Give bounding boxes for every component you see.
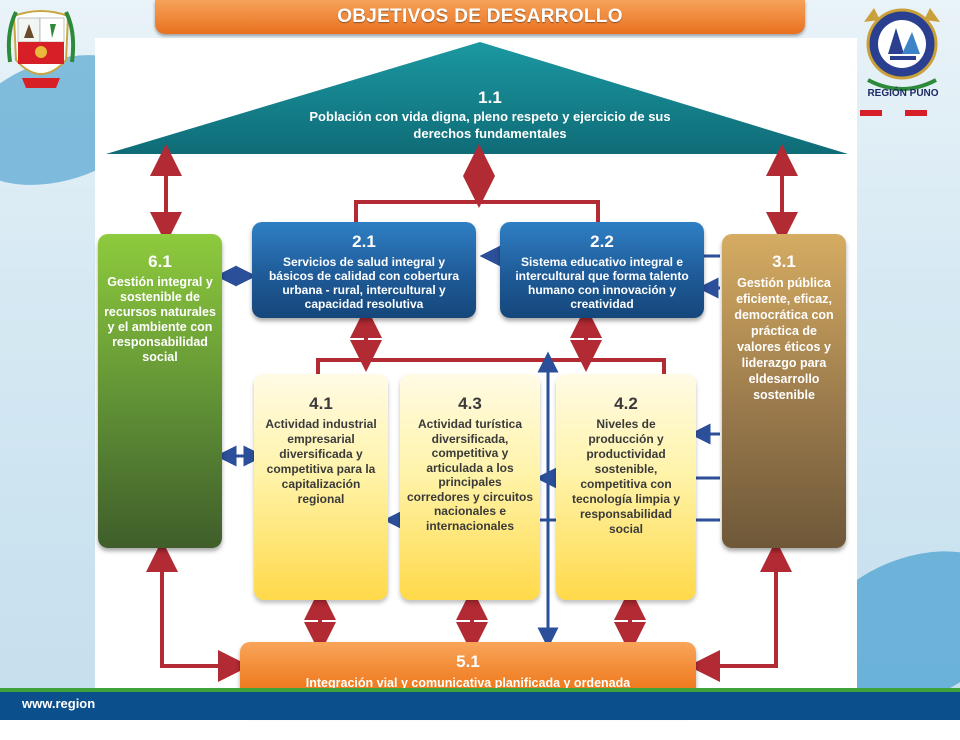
objective-2-1-text: Servicios de salud integral y básicos de…: [268, 255, 460, 311]
objective-4-2: 4.2 Niveles de producción y productivida…: [556, 374, 696, 600]
bracket-top-4: [316, 358, 666, 374]
objective-4-1: 4.1 Actividad industrial empresarial div…: [254, 374, 388, 600]
footer-bar: www.region: [0, 688, 960, 720]
objective-4-3: 4.3 Actividad turística diversificada, c…: [400, 374, 540, 600]
bracket-top-2: [354, 200, 600, 222]
objective-2-1-number: 2.1: [352, 232, 376, 251]
objective-3-1-text: Gestión pública eficiente, eficaz, democ…: [734, 276, 834, 402]
page-title: OBJETIVOS DE DESARROLLO: [337, 6, 623, 27]
objective-4-1-number: 4.1: [309, 394, 333, 413]
objective-4-1-text: Actividad industrial empresarial diversi…: [265, 417, 377, 506]
objective-4-2-number: 4.2: [614, 394, 638, 413]
region-puno-label: REGIÓN PUNO: [867, 88, 939, 99]
peru-coat-of-arms-logo: [6, 10, 76, 88]
objective-5-1-number: 5.1: [456, 652, 480, 671]
footer-url: www.region: [22, 696, 96, 711]
objective-6-1-text: Gestión integral y sostenible de recurso…: [104, 275, 216, 364]
objective-2-2-number: 2.2: [590, 232, 614, 251]
objective-4-3-text: Actividad turística diversificada, compe…: [406, 417, 534, 533]
objective-4-2-text: Niveles de producción y productividad so…: [571, 417, 681, 536]
objective-4-3-number: 4.3: [458, 394, 482, 413]
title-banner: OBJETIVOS DE DESARROLLO: [155, 0, 805, 34]
objective-1-1-number: 1.1: [478, 88, 502, 107]
objective-1-1-text: Población con vida digna, pleno respeto …: [309, 109, 671, 141]
flag-stripe-red: [860, 110, 882, 116]
objective-1-1: 1.1 Población con vida digna, pleno resp…: [300, 88, 680, 142]
objective-6-1-number: 6.1: [148, 252, 172, 271]
footer-accent: [0, 688, 960, 692]
region-puno-logo: [864, 8, 940, 91]
roof-triangle: [106, 42, 848, 154]
arrow-3-1-to-5-1: [688, 540, 792, 682]
objective-3-1-number: 3.1: [772, 252, 796, 271]
objective-3-1: 3.1 Gestión pública eficiente, eficaz, d…: [722, 234, 846, 548]
arrow-6-1-to-5-1: [146, 540, 250, 682]
flag-stripe-red: [905, 110, 927, 116]
objective-2-1: 2.1 Servicios de salud integral y básico…: [252, 222, 476, 318]
objective-2-2: 2.2 Sistema educativo integral e intercu…: [500, 222, 704, 318]
objective-6-1: 6.1 Gestión integral y sostenible de rec…: [98, 234, 222, 548]
objective-2-2-text: Sistema educativo integral e intercultur…: [515, 255, 689, 311]
